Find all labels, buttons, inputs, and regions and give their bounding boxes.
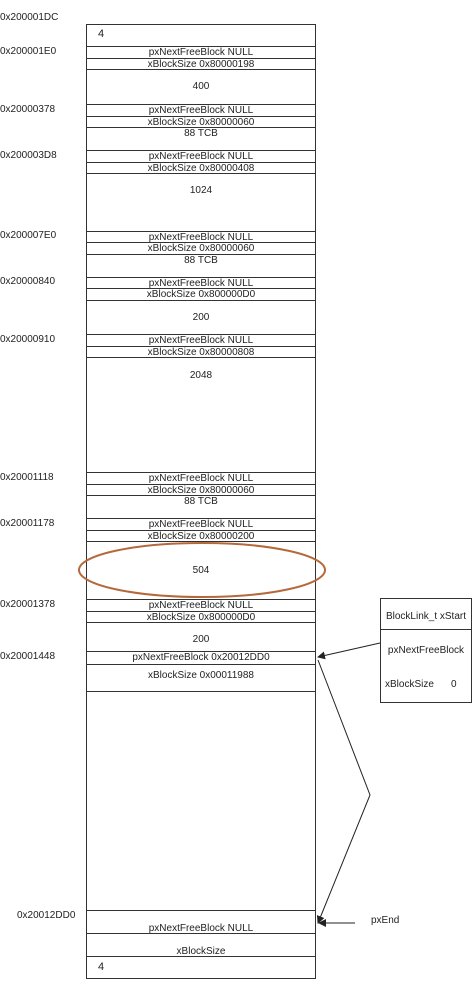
block-next-free: pxNextFreeBlock NULL — [148, 473, 254, 484]
pxend-label: pxEnd — [371, 915, 400, 926]
free-block-size: xBlockSize 0x00011988 — [148, 670, 254, 681]
block-size: xBlockSize 0x80000060 — [147, 243, 255, 254]
block-size: xBlockSize 0x80000198 — [147, 59, 255, 70]
next-free-arrow — [316, 659, 371, 924]
highlight-ellipse — [78, 542, 326, 598]
block-size: xBlockSize 0x80000060 — [147, 117, 255, 128]
block-next-free: pxNextFreeBlock NULL — [148, 105, 254, 116]
end-block-next: pxNextFreeBlock NULL — [148, 923, 254, 934]
xstart-arrow — [317, 642, 381, 660]
block-next-free: pxNextFreeBlock NULL — [148, 47, 254, 58]
address-label: 0x200001DC — [0, 12, 59, 23]
address-label: 0x200001E0 — [0, 46, 57, 57]
struct-block-size-field: xBlockSize — [385, 679, 434, 690]
end-block-size: xBlockSize — [176, 946, 226, 957]
bottom-size-value: 4 — [98, 961, 105, 973]
block-data-size: 88 TCB — [184, 496, 218, 507]
block-next-free: pxNextFreeBlock NULL — [148, 519, 254, 530]
block-next-free: pxNextFreeBlock NULL — [148, 335, 254, 346]
block-data-size: 88 TCB — [184, 128, 218, 139]
xstart-struct-box: BlockLink_t xStart pxNextFreeBlock xBloc… — [380, 598, 472, 703]
block-data-size: 200 — [192, 634, 210, 645]
free-block-next: pxNextFreeBlock 0x20012DD0 — [132, 652, 270, 663]
address-label: 0x20000840 — [0, 276, 56, 287]
block-next-free: pxNextFreeBlock NULL — [148, 151, 254, 162]
block-size: xBlockSize 0x80000200 — [147, 531, 255, 542]
struct-title: BlockLink_t xStart — [385, 611, 467, 622]
block-next-free: pxNextFreeBlock NULL — [148, 232, 254, 243]
block-size: xBlockSize 0x80000408 — [147, 163, 255, 174]
block-data-size: 504 — [192, 565, 210, 576]
struct-divider — [380, 629, 472, 630]
block-size: xBlockSize 0x800000D0 — [146, 612, 256, 623]
address-label: 0x20001118 — [0, 472, 54, 483]
block-data-size: 1024 — [189, 185, 213, 196]
address-label: 0x200007E0 — [0, 230, 57, 241]
address-label: 0x20001178 — [0, 518, 55, 529]
address-label: 0x20001378 — [0, 599, 56, 610]
block-data-size: 2048 — [189, 370, 213, 381]
top-size-value: 4 — [98, 28, 105, 40]
block-data-size: 88 TCB — [184, 255, 218, 266]
address-label: 0x20000910 — [0, 334, 56, 345]
block-size: xBlockSize 0x80000808 — [147, 347, 255, 358]
struct-next-free-field: pxNextFreeBlock — [387, 645, 465, 656]
block-data-size: 200 — [192, 312, 210, 323]
block-size: xBlockSize 0x800000D0 — [146, 289, 256, 300]
heap-memory-column — [86, 24, 316, 979]
address-label: 0x200003D8 — [0, 150, 57, 161]
struct-block-size-value: 0 — [451, 679, 457, 690]
address-label: 0x20012DD0 — [17, 910, 76, 921]
address-label: 0x20001448 — [0, 651, 56, 662]
address-label: 0x20000378 — [0, 104, 56, 115]
block-size: xBlockSize 0x80000060 — [147, 485, 255, 496]
block-next-free: pxNextFreeBlock NULL — [148, 600, 254, 611]
block-next-free: pxNextFreeBlock NULL — [148, 278, 254, 289]
block-data-size: 400 — [192, 81, 210, 92]
